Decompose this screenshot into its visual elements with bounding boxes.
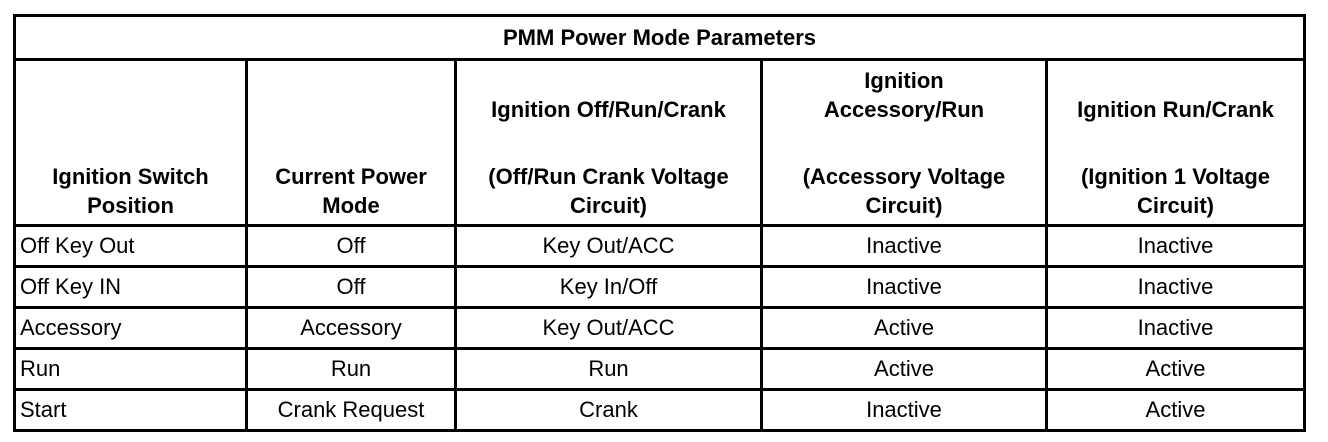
header-gap xyxy=(767,124,1041,162)
table-cell: Inactive xyxy=(760,265,1048,309)
header-ignition-off-run-crank: Ignition Off/Run/Crank (Off/Run Crank Vo… xyxy=(454,58,763,227)
table-row: Run Run Run Active Active xyxy=(13,347,1306,391)
header-ignition-run-crank: Ignition Run/Crank (Ignition 1 Voltage C… xyxy=(1045,58,1306,227)
table-cell: Inactive xyxy=(1045,224,1306,268)
table-cell: Off Key IN xyxy=(13,265,248,309)
table-cell: Inactive xyxy=(1045,265,1306,309)
header-line: Ignition Switch xyxy=(52,164,209,189)
table-cell: Accessory xyxy=(13,306,248,350)
table-cell: Run xyxy=(454,347,763,391)
table-cell: Key Out/ACC xyxy=(454,306,763,350)
pmm-power-mode-table: PMM Power Mode Parameters Ignition Switc… xyxy=(13,14,1306,432)
table-cell: Active xyxy=(1045,388,1306,432)
title-row: PMM Power Mode Parameters xyxy=(13,14,1306,61)
header-gap xyxy=(461,124,756,162)
header-line: Ignition Off/Run/Crank xyxy=(491,97,726,122)
header-line: Circuit) xyxy=(1137,193,1214,218)
table-row: Accessory Accessory Key Out/ACC Active I… xyxy=(13,306,1306,350)
header-line: Circuit) xyxy=(865,193,943,218)
header-line: Position xyxy=(87,193,174,218)
header-line: Ignition Run/Crank xyxy=(1077,97,1274,122)
table-cell: Run xyxy=(245,347,457,391)
table-row: Off Key Out Off Key Out/ACC Inactive Ina… xyxy=(13,224,1306,268)
table-cell: Key In/Off xyxy=(454,265,763,309)
table-row: Start Crank Request Crank Inactive Activ… xyxy=(13,388,1306,432)
table-cell: Off Key Out xyxy=(13,224,248,268)
table-cell: Accessory xyxy=(245,306,457,350)
header-line: (Off/Run Crank Voltage xyxy=(488,164,729,189)
table-cell: Key Out/ACC xyxy=(454,224,763,268)
table-cell: Inactive xyxy=(760,224,1048,268)
header-ignition-switch-position: Ignition Switch Position xyxy=(13,58,248,227)
header-gap xyxy=(1052,124,1299,162)
table-cell: Active xyxy=(1045,347,1306,391)
table-cell: Off xyxy=(245,265,457,309)
header-line: (Ignition 1 Voltage xyxy=(1080,164,1271,189)
table-row: Off Key IN Off Key In/Off Inactive Inact… xyxy=(13,265,1306,309)
header-row: Ignition Switch Position Current Power M… xyxy=(13,58,1306,227)
header-line: Circuit) xyxy=(570,193,647,218)
header-line: Current Power xyxy=(275,164,427,189)
table-cell: Active xyxy=(760,347,1048,391)
table-cell: Off xyxy=(245,224,457,268)
table-cell: Active xyxy=(760,306,1048,350)
header-line: Mode xyxy=(322,193,380,218)
table-cell: Inactive xyxy=(760,388,1048,432)
table-cell: Start xyxy=(13,388,248,432)
table-cell: Crank Request xyxy=(245,388,457,432)
header-line: (Accessory Voltage xyxy=(802,164,1006,189)
header-line: Accessory/Run xyxy=(823,97,985,122)
header-line: Ignition xyxy=(864,68,944,93)
table-cell: Run xyxy=(13,347,248,391)
header-current-power-mode: Current Power Mode xyxy=(245,58,457,227)
header-ignition-accessory-run: Ignition Accessory/Run (Accessory Voltag… xyxy=(760,58,1048,227)
table-cell: Inactive xyxy=(1045,306,1306,350)
table-cell: Crank xyxy=(454,388,763,432)
table-title: PMM Power Mode Parameters xyxy=(13,14,1306,61)
